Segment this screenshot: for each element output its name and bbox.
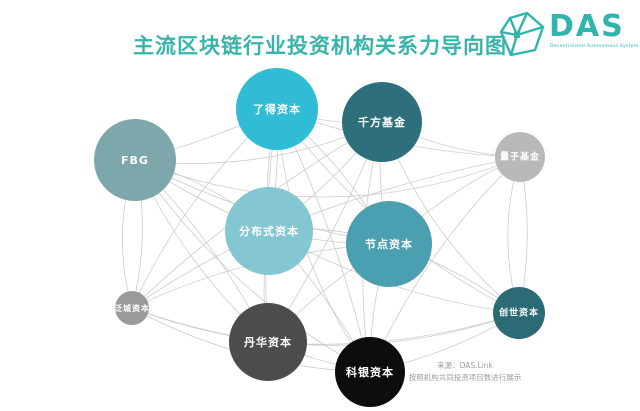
node-circle-fbg <box>94 119 176 201</box>
node-label-chuangshi: 创世资本 <box>498 307 539 319</box>
graph-edge-fancheng-chuangshi <box>131 307 520 346</box>
graph-edge-fbg-keyin <box>134 159 371 373</box>
graph-node-liangzi: 量子基金 <box>495 132 545 182</box>
node-label-qianfang: 千方基金 <box>358 115 406 129</box>
page-title: 主流区块链行业投资机构关系力导向图 <box>133 34 507 58</box>
node-label-fenbushi: 分布式资本 <box>239 224 299 238</box>
source-line2: 按照机构共同投资项目数进行展示 <box>408 373 522 382</box>
node-label-danhua: 丹华资本 <box>244 335 292 349</box>
graph-edge-fbg-liangzi <box>134 156 521 198</box>
das-wireframe-diamond-icon <box>499 11 545 57</box>
das-logo-text: DAS <box>549 9 625 44</box>
node-circle-chuangshi <box>493 287 545 339</box>
node-label-jiedian: 节点资本 <box>365 237 413 251</box>
node-label-liangzi: 量子基金 <box>500 151 540 163</box>
node-circle-qianfang <box>342 82 422 162</box>
node-circle-keyin <box>335 337 405 407</box>
node-label-keyin: 科银资本 <box>346 365 394 379</box>
node-label-liaode: 了得资本 <box>253 102 301 116</box>
graph-node-jiedian: 节点资本 <box>346 201 432 287</box>
node-circle-fancheng <box>115 291 149 325</box>
graph-node-fenbushi: 分布式资本 <box>225 187 313 275</box>
graph-node-chuangshi: 创世资本 <box>493 287 545 339</box>
graph-node-danhua: 丹华资本 <box>229 303 307 381</box>
graph-node-qianfang: 千方基金 <box>342 82 422 162</box>
graph-node-liaode: 了得资本 <box>236 68 318 150</box>
graph-node-keyin: 科银资本 <box>335 337 405 407</box>
source-note: 来源：DAS.Link 按照机构共同投资项目数进行展示 <box>400 360 530 384</box>
node-circle-jiedian <box>346 201 432 287</box>
node-circle-liaode <box>236 68 318 150</box>
source-line1: 来源：DAS.Link <box>437 361 493 370</box>
das-logo-subtitle: Decentralized Autonomous System <box>550 44 639 49</box>
graph-node-fbg: FBG <box>94 119 176 201</box>
das-logo: DAS Decentralized Autonomous System <box>497 8 638 58</box>
node-label-fbg: FBG <box>121 154 149 167</box>
graph-node-fancheng: 泛城资本 <box>114 291 150 325</box>
node-circle-fenbushi <box>225 187 313 275</box>
node-circle-liangzi <box>495 132 545 182</box>
node-circle-danhua <box>229 303 307 381</box>
node-label-fancheng: 泛城资本 <box>114 303 150 313</box>
